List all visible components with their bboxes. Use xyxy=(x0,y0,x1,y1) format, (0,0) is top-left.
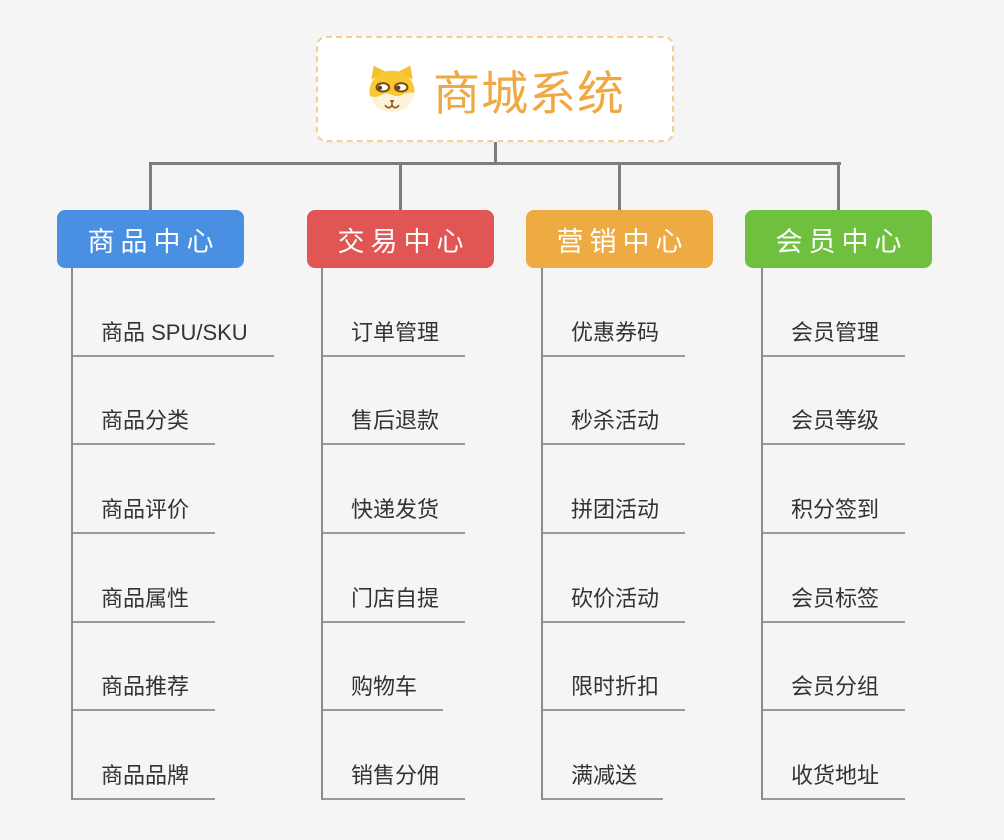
subtopic[interactable]: 购物车 xyxy=(323,669,444,712)
root-topic-title: 商城系统 xyxy=(433,66,625,120)
branch-topic-trade-center[interactable]: 交易中心 xyxy=(307,210,494,268)
subtopic[interactable]: 会员分组 xyxy=(763,669,906,712)
leaf-row: 商品品牌 xyxy=(73,711,307,801)
leaf-row: 会员管理 xyxy=(763,268,997,357)
leaf-row: 限时折扣 xyxy=(543,623,777,712)
subtopic[interactable]: 会员管理 xyxy=(763,315,906,357)
branch-topic-member-center[interactable]: 会员中心 xyxy=(745,210,932,268)
subtopic[interactable]: 门店自提 xyxy=(323,581,466,623)
leaf-row: 销售分佣 xyxy=(323,711,557,801)
leaf-row: 积分签到 xyxy=(763,445,997,535)
leaf-row: 快递发货 xyxy=(323,445,557,535)
subtopic[interactable]: 售后退款 xyxy=(323,403,466,446)
leaf-row: 会员标签 xyxy=(763,534,997,623)
branch-children-member-center: 会员管理 会员等级 积分签到 会员标签 会员分组 收货地址 xyxy=(761,268,997,801)
leaf-row: 商品评价 xyxy=(73,445,307,535)
leaf-row: 收货地址 xyxy=(763,711,997,801)
dog-face-icon xyxy=(369,65,415,113)
leaf-row: 门店自提 xyxy=(323,534,557,623)
leaf-row: 商品分类 xyxy=(73,357,307,446)
subtopic[interactable]: 会员标签 xyxy=(763,581,906,623)
leaf-row: 购物车 xyxy=(323,623,557,712)
connector-drop-marketing xyxy=(618,162,621,210)
connector-root-stem xyxy=(494,142,497,163)
leaf-row: 商品属性 xyxy=(73,534,307,623)
leaf-row: 拼团活动 xyxy=(543,445,777,535)
leaf-row: 满减送 xyxy=(543,711,777,801)
subtopic[interactable]: 销售分佣 xyxy=(323,758,466,801)
subtopic[interactable]: 会员等级 xyxy=(763,403,906,446)
subtopic[interactable]: 优惠券码 xyxy=(543,315,686,357)
connector-drop-trade xyxy=(399,162,402,210)
subtopic[interactable]: 快递发货 xyxy=(323,492,466,535)
connector-rail xyxy=(149,162,841,165)
root-topic[interactable]: 商城系统 xyxy=(316,36,674,142)
leaf-row: 商品 SPU/SKU xyxy=(73,268,307,357)
branch-children-marketing-center: 优惠券码 秒杀活动 拼团活动 砍价活动 限时折扣 满减送 xyxy=(541,268,777,801)
connector-drop-product xyxy=(149,162,152,210)
leaf-row: 砍价活动 xyxy=(543,534,777,623)
subtopic[interactable]: 订单管理 xyxy=(323,315,466,357)
leaf-row: 会员分组 xyxy=(763,623,997,712)
subtopic[interactable]: 商品品牌 xyxy=(73,758,216,801)
branch-topic-marketing-center[interactable]: 营销中心 xyxy=(526,210,713,268)
subtopic[interactable]: 秒杀活动 xyxy=(543,403,686,446)
subtopic[interactable]: 商品推荐 xyxy=(73,669,216,712)
leaf-row: 售后退款 xyxy=(323,357,557,446)
leaf-row: 秒杀活动 xyxy=(543,357,777,446)
subtopic[interactable]: 砍价活动 xyxy=(543,581,686,623)
branch-children-trade-center: 订单管理 售后退款 快递发货 门店自提 购物车 销售分佣 xyxy=(321,268,557,801)
leaf-row: 优惠券码 xyxy=(543,268,777,357)
subtopic[interactable]: 拼团活动 xyxy=(543,492,686,535)
leaf-row: 会员等级 xyxy=(763,357,997,446)
subtopic[interactable]: 商品 SPU/SKU xyxy=(73,315,274,357)
subtopic[interactable]: 商品属性 xyxy=(73,581,216,623)
subtopic[interactable]: 满减送 xyxy=(543,758,664,801)
leaf-row: 订单管理 xyxy=(323,268,557,357)
subtopic[interactable]: 收货地址 xyxy=(763,758,906,801)
branch-topic-product-center[interactable]: 商品中心 xyxy=(57,210,244,268)
subtopic[interactable]: 商品分类 xyxy=(73,403,216,446)
connector-drop-member xyxy=(837,162,840,210)
subtopic[interactable]: 积分签到 xyxy=(763,492,906,535)
branch-children-product-center: 商品 SPU/SKU 商品分类 商品评价 商品属性 商品推荐 商品品牌 xyxy=(71,268,307,801)
subtopic[interactable]: 商品评价 xyxy=(73,492,216,535)
subtopic[interactable]: 限时折扣 xyxy=(543,669,686,712)
leaf-row: 商品推荐 xyxy=(73,623,307,712)
